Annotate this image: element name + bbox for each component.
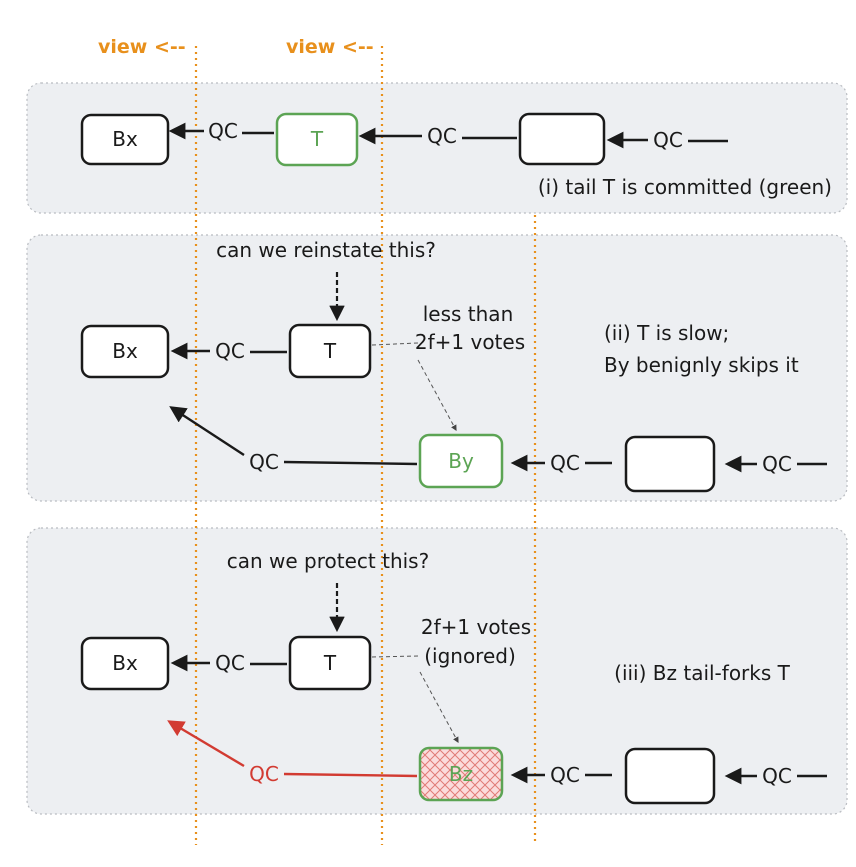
qc-label: QC: [427, 124, 457, 148]
block-bx: [80, 113, 170, 166]
block-empty: [624, 435, 716, 493]
qc-label-fork: QC: [249, 762, 279, 786]
qc-label: QC: [550, 451, 580, 475]
edge-qc: [169, 406, 245, 457]
block-empty: [518, 112, 606, 166]
block-bx-label: Bx: [112, 339, 138, 363]
block-bx: [80, 636, 170, 691]
vote-link: [371, 342, 456, 430]
block-by-label: By: [448, 449, 474, 473]
caption-committed: (i) tail T is committed (green): [538, 175, 832, 199]
block-bx: [80, 324, 170, 379]
block-tail-committed-label: T: [310, 127, 324, 151]
view-marker-1: view <--: [98, 36, 186, 58]
caption-slow-line1: (ii) T is slow;: [604, 321, 729, 345]
edge-qc-fork: [167, 720, 245, 768]
block-bx-label: Bx: [112, 127, 138, 151]
question-protect: can we protect this?: [227, 549, 429, 573]
qc-label: QC: [249, 450, 279, 474]
block-empty: [624, 747, 716, 805]
block-tail-label: T: [323, 651, 337, 675]
vote-note-line1: less than: [423, 302, 514, 326]
block-tail-label: T: [323, 339, 337, 363]
vote-note-line2: (ignored): [424, 644, 516, 668]
panel-slow-tail: [26, 234, 848, 502]
block-bz-label: Bz: [449, 762, 473, 786]
vote-note-line2: 2f+1 votes: [415, 330, 525, 354]
view-marker-2: view <--: [286, 36, 374, 58]
vote-note-line1: 2f+1 votes: [421, 615, 531, 639]
qc-label: QC: [550, 763, 580, 787]
question-reinstate: can we reinstate this?: [216, 238, 436, 262]
panel-committed-tail: [26, 82, 848, 214]
block-bx-label: Bx: [112, 651, 138, 675]
block-bz: [418, 746, 504, 802]
qc-label: QC: [762, 452, 792, 476]
qc-label: QC: [215, 339, 245, 363]
block-by: [418, 433, 504, 489]
qc-label: QC: [762, 764, 792, 788]
edge-qc-tail: [283, 460, 418, 466]
block-tail-committed: [275, 112, 359, 167]
caption-tail-fork: (iii) Bz tail-forks T: [614, 661, 790, 685]
panel-tail-fork: [26, 527, 848, 815]
edge-qc-fork-tail: [283, 772, 418, 778]
qc-label: QC: [208, 119, 238, 143]
caption-slow-line2: By benignly skips it: [604, 353, 799, 377]
qc-label: QC: [215, 651, 245, 675]
block-tail: [288, 635, 372, 691]
block-tail: [288, 323, 372, 379]
vote-link: [371, 655, 458, 742]
qc-label: QC: [653, 128, 683, 152]
